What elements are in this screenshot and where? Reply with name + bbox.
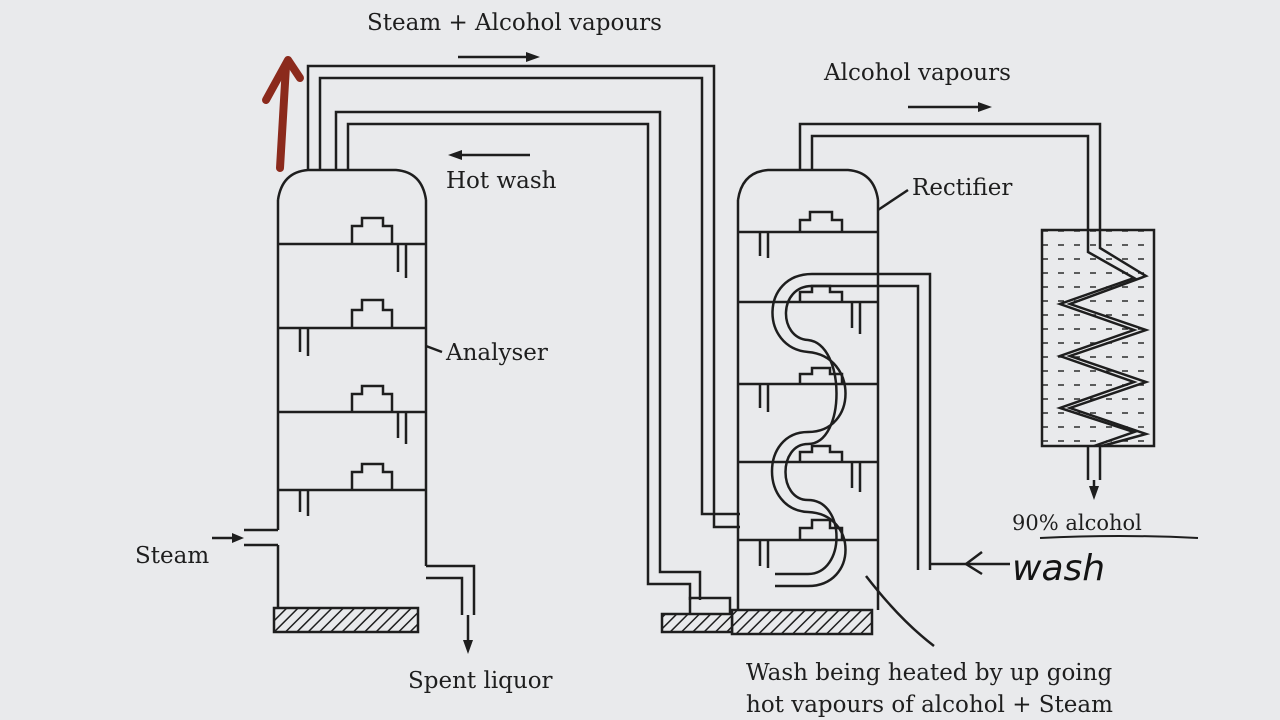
arrow-right-vapours <box>458 52 540 62</box>
hot-wash-pipe <box>334 110 702 600</box>
vapour-pipe <box>306 64 740 529</box>
label-analyser: Analyser <box>446 340 548 366</box>
label-rectifier: Rectifier <box>912 175 1013 201</box>
arrow-right-alcohol-vapours <box>908 102 992 112</box>
handwritten-up-arrow <box>262 56 304 172</box>
arrow-alcohol-out <box>1089 480 1099 500</box>
label-spent-liquor: Spent liquor <box>408 668 553 694</box>
label-90-percent-alcohol: 90% alcohol <box>1012 511 1142 535</box>
alcohol-underline <box>1039 535 1199 539</box>
rectifier-column <box>736 168 880 610</box>
rectifier-leader <box>877 188 909 212</box>
arrow-steam-in <box>212 533 244 543</box>
arrow-wash-in <box>930 551 1010 576</box>
arrow-spent-liquor <box>463 615 473 654</box>
caption-leader <box>865 575 935 647</box>
alcohol-vapour-pipe <box>798 122 1102 230</box>
analyser-column <box>244 168 476 615</box>
condenser <box>1040 228 1156 480</box>
label-steam: Steam <box>135 543 210 569</box>
arrow-left-hot-wash <box>448 150 530 160</box>
analyser-base <box>272 606 420 634</box>
label-wash-handwritten: wash <box>1012 548 1106 589</box>
label-steam-alcohol-vapours: Steam + Alcohol vapours <box>367 10 662 36</box>
wash-outlet-base <box>660 612 734 634</box>
rectifier-base <box>730 608 874 636</box>
label-alcohol-vapours: Alcohol vapours <box>824 60 1011 86</box>
wash-coil <box>770 272 932 588</box>
analyser-leader <box>425 344 443 354</box>
caption-line-2: hot vapours of alcohol + Steam <box>746 692 1113 718</box>
caption-line-1: Wash being heated by up going <box>746 660 1113 686</box>
label-hot-wash: Hot wash <box>446 168 557 194</box>
